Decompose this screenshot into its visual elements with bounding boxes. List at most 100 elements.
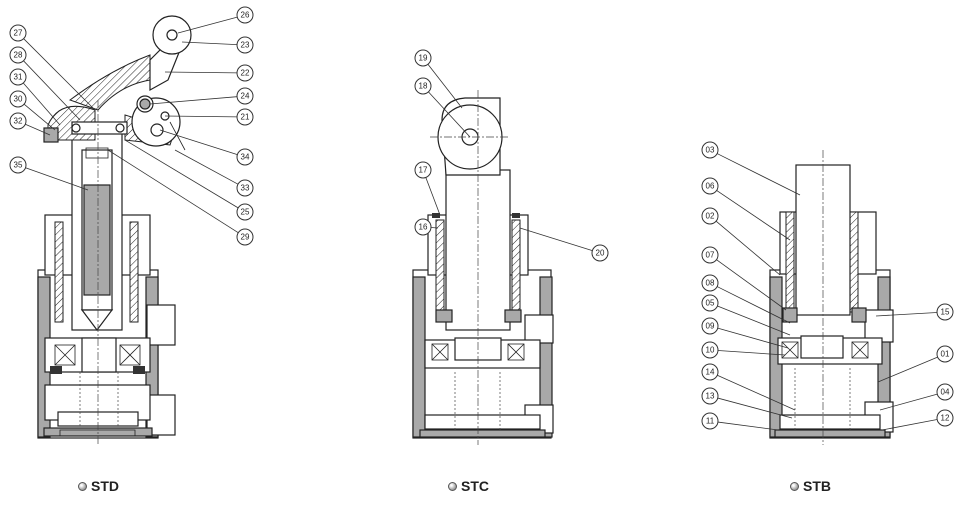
std-rod <box>71 129 123 331</box>
leader-line-35 <box>25 167 89 191</box>
part-balloon-15: 15 <box>936 303 954 321</box>
balloon-circle <box>9 112 27 130</box>
balloon-circle <box>414 218 432 236</box>
balloon-circle <box>414 77 432 95</box>
leader-line-21 <box>164 115 238 118</box>
balloon-label: 22 <box>241 69 250 78</box>
bullet-icon <box>78 481 87 491</box>
balloon-circle <box>591 244 609 262</box>
leader-line-01 <box>877 356 938 383</box>
leader-line-13 <box>717 397 793 419</box>
part-balloon-34: 34 <box>236 148 254 166</box>
leader-line-07 <box>716 259 787 311</box>
caption-stc-text: STC <box>461 478 489 494</box>
balloon-label: 11 <box>706 417 715 426</box>
part-balloon-23: 23 <box>236 36 254 54</box>
balloon-label: 17 <box>419 166 428 175</box>
balloon-label: 27 <box>14 29 23 38</box>
balloon-label: 16 <box>419 223 428 232</box>
balloon-circle <box>9 24 27 42</box>
balloon-label: 09 <box>706 322 715 331</box>
balloon-circle <box>236 64 254 82</box>
leader-line-34 <box>159 129 238 155</box>
balloon-circle <box>701 207 719 225</box>
leader-line-19 <box>427 64 463 109</box>
balloon-label: 01 <box>941 350 950 359</box>
part-balloon-28: 28 <box>9 46 27 64</box>
leader-line-33 <box>174 149 239 185</box>
balloon-circle <box>701 246 719 264</box>
balloon-circle <box>9 156 27 174</box>
part-balloon-05: 05 <box>701 294 719 312</box>
balloon-circle <box>701 294 719 312</box>
leader-line-18 <box>428 91 471 138</box>
view-stc <box>412 90 554 445</box>
leader-line-30 <box>23 103 56 131</box>
balloon-circle <box>9 68 27 86</box>
part-balloon-24: 24 <box>236 87 254 105</box>
part-balloon-32: 32 <box>9 112 27 130</box>
leader-line-02 <box>715 220 781 276</box>
leader-line-24 <box>149 96 238 105</box>
part-balloon-22: 22 <box>236 64 254 82</box>
part-balloon-10: 10 <box>701 341 719 359</box>
caption-stb-text: STB <box>803 478 831 494</box>
balloon-circle <box>236 228 254 246</box>
balloon-circle <box>701 363 719 381</box>
balloon-label: 34 <box>241 153 250 162</box>
balloon-circle <box>9 46 27 64</box>
leader-line-27 <box>23 38 96 111</box>
part-balloon-12: 12 <box>936 409 954 427</box>
part-balloon-03: 03 <box>701 141 719 159</box>
balloon-label: 23 <box>241 41 250 50</box>
balloon-circle <box>236 148 254 166</box>
part-balloon-13: 13 <box>701 387 719 405</box>
balloon-label: 35 <box>14 161 23 170</box>
leader-line-28 <box>23 60 81 121</box>
part-balloon-16: 16 <box>414 218 432 236</box>
part-balloon-17: 17 <box>414 161 432 179</box>
leader-line-15 <box>875 312 938 317</box>
balloon-label: 06 <box>706 182 715 191</box>
balloon-circle <box>936 383 954 401</box>
leader-line-04 <box>879 393 938 411</box>
balloon-label: 07 <box>706 251 715 260</box>
balloon-circle <box>701 177 719 195</box>
balloon-circle <box>236 179 254 197</box>
balloon-label: 32 <box>14 117 23 126</box>
caption-stc: STC <box>448 478 489 494</box>
balloon-circle <box>701 387 719 405</box>
part-balloon-02: 02 <box>701 207 719 225</box>
balloon-label: 20 <box>596 249 605 258</box>
caption-std-text: STD <box>91 478 119 494</box>
part-balloon-08: 08 <box>701 274 719 292</box>
balloon-label: 03 <box>706 146 715 155</box>
part-balloon-06: 06 <box>701 177 719 195</box>
balloon-circle <box>936 303 954 321</box>
part-balloon-19: 19 <box>414 49 432 67</box>
leader-line-12 <box>881 419 938 431</box>
balloon-label: 25 <box>241 208 250 217</box>
part-balloon-25: 25 <box>236 203 254 221</box>
caption-stb: STB <box>790 478 831 494</box>
leader-line-10 <box>717 350 786 356</box>
leader-line-06 <box>716 190 791 241</box>
balloon-circle <box>701 141 719 159</box>
balloon-label: 18 <box>419 82 428 91</box>
balloon-circle <box>936 409 954 427</box>
std-port-lines <box>79 372 119 428</box>
part-balloon-31: 31 <box>9 68 27 86</box>
balloon-label: 08 <box>706 279 715 288</box>
balloon-label: 26 <box>241 11 250 20</box>
part-balloon-14: 14 <box>701 363 719 381</box>
balloon-circle <box>236 6 254 24</box>
balloon-label: 05 <box>706 299 715 308</box>
balloon-circle <box>236 36 254 54</box>
leader-lines <box>22 16 938 431</box>
part-balloon-33: 33 <box>236 179 254 197</box>
balloon-circle <box>701 274 719 292</box>
part-balloon-07: 07 <box>701 246 719 264</box>
leader-line-09 <box>717 327 789 349</box>
part-balloon-30: 30 <box>9 90 27 108</box>
